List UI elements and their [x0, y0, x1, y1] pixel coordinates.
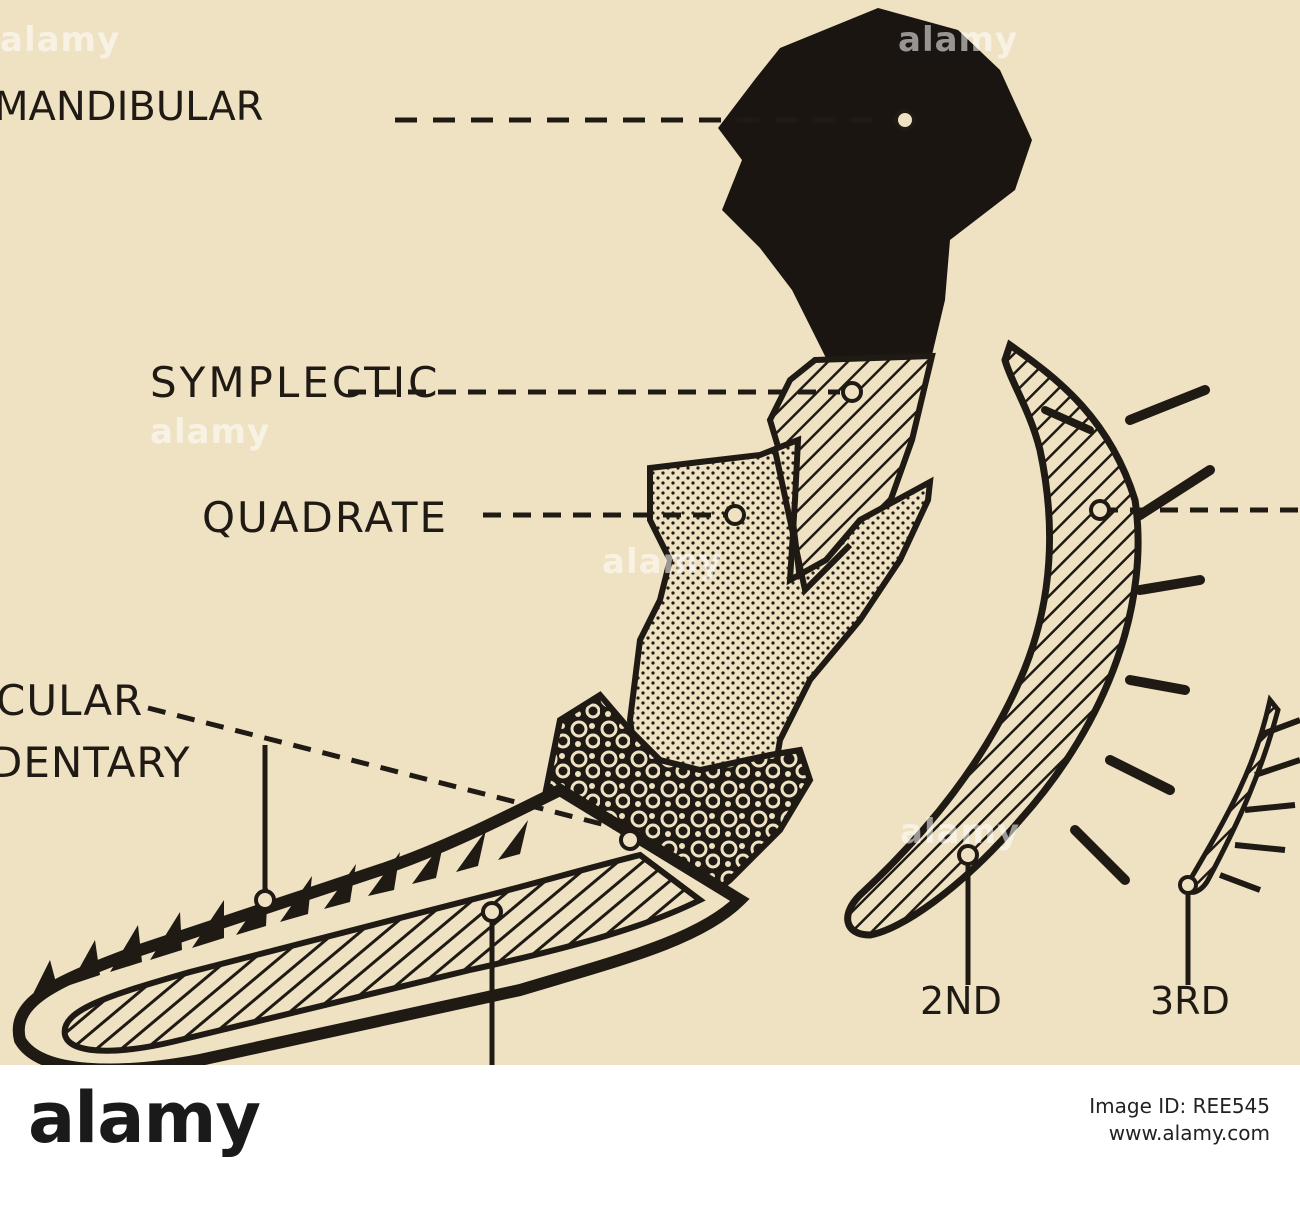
- label-third-arch: 3RD: [1150, 979, 1230, 1023]
- label-dentary: DENTARY: [0, 738, 191, 787]
- label-symplectic: SYMPLECTIC: [150, 358, 441, 407]
- quadrate-bone: [626, 435, 934, 803]
- second-arch: [844, 339, 1142, 939]
- footer-image-info: Image ID: REE545 www.alamy.com: [1089, 1093, 1270, 1147]
- source-url: www.alamy.com: [1108, 1121, 1270, 1145]
- watermark-text: alamy: [0, 20, 121, 60]
- dentary-teeth: [30, 820, 528, 1000]
- watermark-text: alamy: [150, 412, 271, 452]
- jaw-diagram-svg: [12, 8, 1300, 1065]
- mandibular-bone: [718, 8, 1032, 358]
- diagram-canvas: MANDIBULAR SYMPLECTIC QUADRATE CULAR DEN…: [0, 8, 1300, 1065]
- leader-lines: [147, 117, 1300, 1065]
- meckels-cartilage: [61, 851, 706, 1054]
- gill-rakers: [1041, 385, 1215, 885]
- label-second-arch: 2ND: [920, 979, 1002, 1023]
- label-mandibular: MANDIBULAR: [0, 84, 264, 130]
- image-id: Image ID: REE545: [1089, 1094, 1270, 1118]
- third-arch-rakers: [1218, 717, 1300, 893]
- stock-footer-bar: alamy Image ID: REE545 www.alamy.com: [0, 1065, 1300, 1212]
- third-arch: [1184, 694, 1281, 895]
- watermark-text: alamy: [602, 542, 723, 582]
- watermark-text: alamy: [898, 20, 1019, 60]
- quadrate-notch: [772, 449, 853, 597]
- label-quadrate: QUADRATE: [202, 493, 449, 542]
- watermark-text: alamy: [900, 812, 1021, 852]
- label-articular: CULAR: [0, 676, 144, 725]
- footer-logo: alamy: [28, 1077, 261, 1159]
- pointer-dots: [254, 109, 1198, 923]
